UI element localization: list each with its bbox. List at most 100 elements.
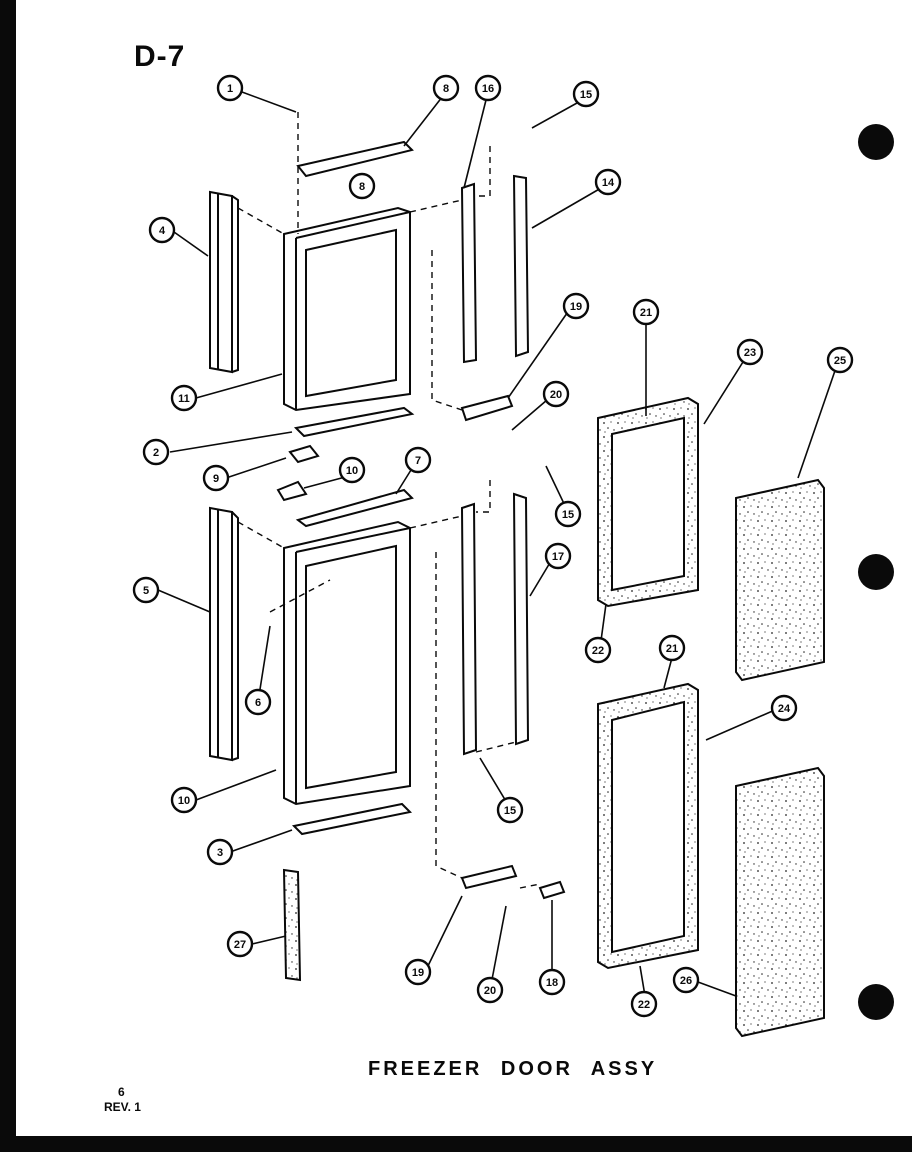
part-3-bottom-bracket [291, 802, 413, 836]
callout-number: 8 [443, 83, 449, 95]
callout-circle [476, 976, 504, 1004]
callout-circle [148, 216, 176, 244]
callout-26: 26 [672, 966, 700, 994]
callout-circle [170, 384, 198, 412]
callout-number: 21 [640, 307, 652, 319]
part-24-gasket-frame-lower [597, 682, 699, 970]
callout-6: 6 [244, 688, 272, 716]
callout-16: 16 [474, 74, 502, 102]
page-id: D-7 [134, 40, 186, 73]
callout-circle [432, 74, 460, 102]
scan-border-left [0, 0, 16, 1152]
callout-19: 19 [562, 292, 590, 320]
callout-20: 20 [542, 380, 570, 408]
callout-circle [770, 694, 798, 722]
part-18-strip-upper [460, 182, 478, 364]
callout-20: 20 [476, 976, 504, 1004]
part-19-hinge-lower [460, 864, 518, 890]
callout-number: 24 [778, 703, 791, 715]
callout-15: 15 [496, 796, 524, 824]
callout-number: 18 [546, 977, 558, 989]
part-18-clip-lower [538, 880, 566, 900]
part-26-panel [735, 766, 825, 1038]
callout-number: 4 [159, 225, 166, 237]
callout-11: 11 [170, 384, 198, 412]
diagram-title: FREEZER DOOR ASSY [368, 1058, 658, 1080]
callout-circle [170, 786, 198, 814]
callout-circle [206, 838, 234, 866]
callout-circle [544, 542, 572, 570]
part-2-bottom-bracket [293, 406, 415, 438]
callout-number: 23 [744, 347, 756, 359]
part-11-frame-lower [283, 520, 411, 806]
binder-hole-top [858, 124, 894, 160]
callout-circle [474, 74, 502, 102]
part-7-top-plate [295, 488, 414, 528]
callout-circle [572, 80, 600, 108]
callout-number: 26 [680, 975, 692, 987]
callout-9: 9 [202, 464, 230, 492]
assembly-guide-lines [237, 112, 541, 889]
callout-24: 24 [770, 694, 798, 722]
callout-circle [404, 446, 432, 474]
callout-number: 25 [834, 355, 846, 367]
part-9-clip [288, 444, 320, 464]
leader-lines [157, 91, 839, 1003]
callout-circle [584, 636, 612, 664]
callout-number: 7 [415, 455, 421, 467]
callout-number: 10 [346, 465, 358, 477]
callout-circle [542, 380, 570, 408]
callout-17: 17 [544, 542, 572, 570]
callout-number: 27 [234, 939, 246, 951]
callout-number: 20 [484, 985, 496, 997]
callout-number: 21 [666, 643, 678, 655]
part-17-strip-lower [512, 492, 530, 746]
callout-number: 20 [550, 389, 562, 401]
callout-3: 3 [206, 838, 234, 866]
callout-circle [226, 930, 254, 958]
callout-number: 8 [359, 181, 365, 193]
part-8-top-plate [296, 140, 414, 178]
callout-14: 14 [594, 168, 622, 196]
callout-15: 15 [554, 500, 582, 528]
revision-label: REV. 1 [104, 1100, 141, 1114]
callout-circle [202, 464, 230, 492]
callout-circle [142, 438, 170, 466]
callout-circle [538, 968, 566, 996]
sheet-number: 6 [118, 1085, 125, 1099]
callout-circle [132, 576, 160, 604]
callout-circle [338, 456, 366, 484]
callout-5: 5 [132, 576, 160, 604]
callout-8: 8 [348, 172, 376, 200]
callout-10: 10 [338, 456, 366, 484]
callout-circle [632, 298, 660, 326]
part-10-clip [276, 480, 308, 502]
part-23-gasket-frame-upper [597, 396, 699, 608]
callout-8: 8 [432, 74, 460, 102]
callout-number: 3 [217, 847, 223, 859]
part-25-panel [735, 478, 825, 682]
callout-number: 19 [570, 301, 582, 313]
callout-number: 17 [552, 551, 564, 563]
callout-circle [630, 990, 658, 1018]
callout-22: 22 [584, 636, 612, 664]
part-4-channel [209, 190, 239, 374]
part-16-strip-upper [512, 174, 530, 358]
callout-circle [594, 168, 622, 196]
callout-number: 22 [592, 645, 604, 657]
part-5-channel [209, 506, 239, 762]
callout-7: 7 [404, 446, 432, 474]
callout-27: 27 [226, 930, 254, 958]
callout-circle [826, 346, 854, 374]
callout-21: 21 [658, 634, 686, 662]
callout-circle [348, 172, 376, 200]
part-19-hinge-upper [460, 394, 514, 422]
callout-number: 2 [153, 447, 159, 459]
callout-21: 21 [632, 298, 660, 326]
callout-number: 16 [482, 83, 494, 95]
callout-10: 10 [170, 786, 198, 814]
part-14-strip-lower [460, 502, 478, 756]
callout-circle [404, 958, 432, 986]
callout-number: 22 [638, 999, 650, 1011]
